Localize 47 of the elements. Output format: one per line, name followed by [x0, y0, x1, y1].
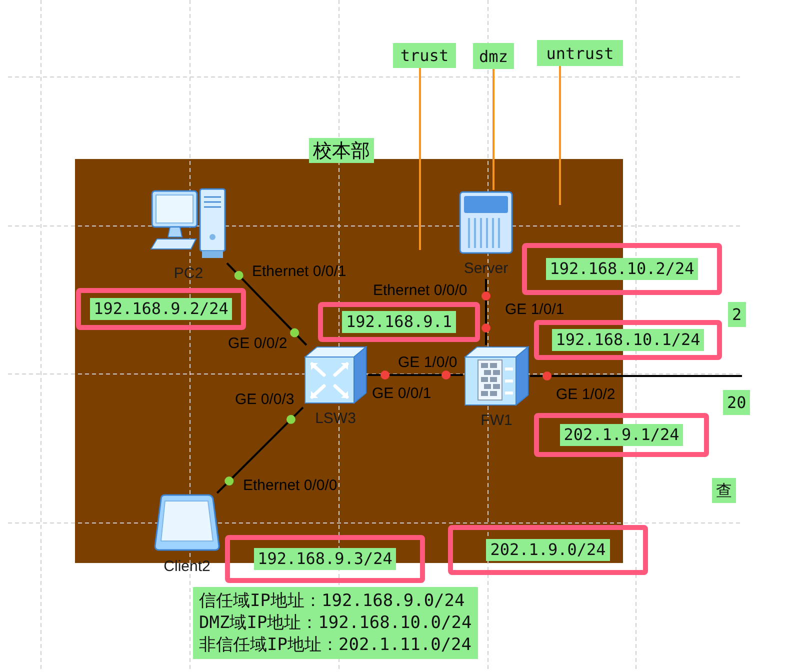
text-tag: 20	[723, 390, 750, 415]
zone-tag: untrust	[537, 40, 623, 66]
address-tag: 192.168.10.2/24	[546, 258, 698, 280]
port-label: GE 0/0/2	[228, 336, 288, 351]
device-name: Server	[464, 261, 508, 277]
note-line: DMZ域IP地址：192.168.10.0/24	[199, 612, 472, 634]
leader-line	[419, 68, 421, 250]
device-name: FW1	[480, 413, 512, 429]
text-tag: 查	[712, 478, 736, 503]
highlight-frame	[534, 320, 722, 360]
note-line: 信任域IP地址：192.168.9.0/24	[199, 590, 466, 612]
highlight-frame	[76, 288, 246, 330]
address-tag: 202.1.9.0/24	[486, 539, 610, 561]
address-tag: 202.1.9.1/24	[560, 424, 684, 446]
device-name: LSW3	[315, 411, 356, 427]
address-tag: 192.168.10.1/24	[552, 329, 704, 351]
port-label: GE 1/0/0	[398, 355, 458, 370]
highlight-frame	[318, 302, 480, 342]
port-label: GE 1/0/1	[505, 302, 564, 317]
link-line	[368, 370, 463, 380]
port-label: GE 0/0/3	[235, 392, 294, 407]
zone-tag: trust	[393, 43, 456, 68]
port-label: Ethernet 0/0/1	[252, 264, 346, 279]
note-line: 非信任域IP地址：202.1.11.0/24	[199, 634, 472, 656]
port-label: Ethernet 0/0/0	[243, 478, 338, 493]
text-tag: 2	[728, 302, 746, 327]
leader-line	[559, 66, 561, 205]
highlight-frame	[522, 243, 722, 295]
address-tag: 192.168.9.1	[342, 311, 456, 333]
area-title-tag: 校本部	[309, 138, 374, 163]
highlight-frame	[534, 413, 709, 457]
port-label: GE 1/0/2	[556, 387, 616, 402]
zone-tag: dmz	[473, 43, 514, 69]
port-label: Ethernet 0/0/0	[373, 283, 468, 298]
link-line	[482, 279, 490, 345]
address-tag: 192.168.9.2/24	[90, 298, 232, 320]
device-name: Client2	[164, 559, 210, 575]
leader-line	[492, 69, 494, 190]
note-box	[193, 587, 478, 659]
link-line	[530, 372, 742, 380]
link-line	[216, 406, 304, 494]
address-tag: 192.168.9.3/24	[254, 548, 396, 570]
link-line	[226, 262, 308, 346]
highlight-frame	[448, 525, 648, 575]
device-name: PC2	[174, 266, 204, 282]
port-label: GE 0/0/1	[372, 386, 432, 401]
highlight-frame	[225, 535, 425, 583]
